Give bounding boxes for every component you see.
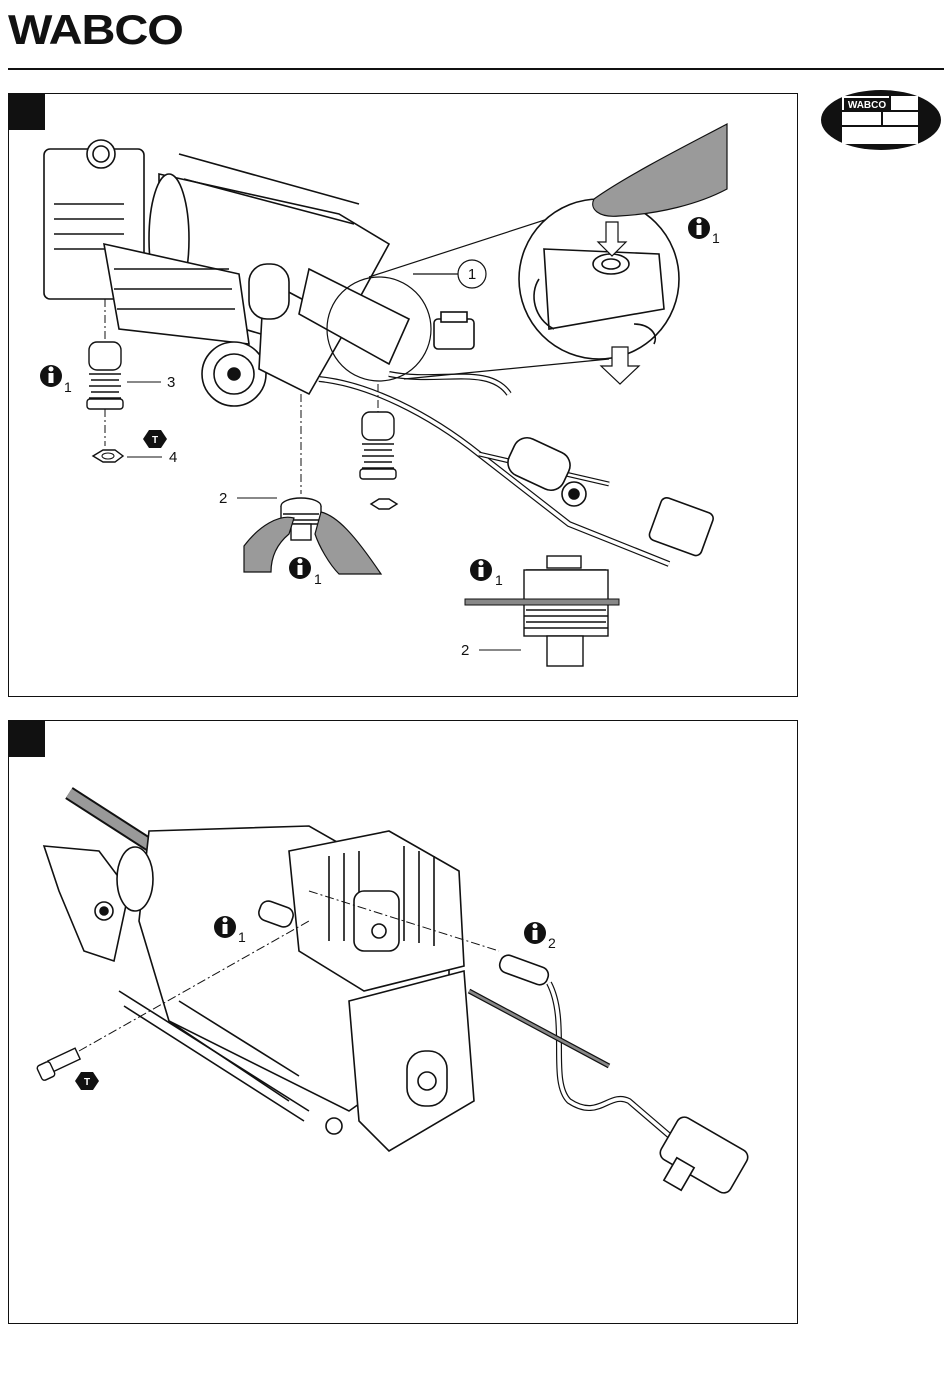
wabco-logo: WABCO bbox=[8, 6, 183, 54]
type-plate-icon: WABCO bbox=[820, 89, 942, 151]
svg-text:T: T bbox=[152, 435, 158, 446]
callout-1: 1 bbox=[468, 266, 476, 283]
info-subscript: 1 bbox=[495, 572, 503, 588]
info-subscript: 2 bbox=[548, 935, 556, 951]
callout-2-detail: 2 bbox=[461, 642, 469, 659]
compressor-assembly-illustration: T 1 2 bbox=[9, 721, 797, 1323]
svg-text:T: T bbox=[84, 1077, 90, 1088]
callout-3: 3 bbox=[167, 374, 175, 391]
figure-panel-2: T 1 2 bbox=[8, 720, 798, 1324]
info-icon bbox=[524, 922, 546, 944]
torque-icon: T bbox=[75, 1072, 99, 1090]
plate-brand: WABCO bbox=[848, 100, 887, 111]
callout-4: 4 bbox=[169, 449, 177, 466]
info-icon bbox=[214, 916, 236, 938]
callout-2: 2 bbox=[219, 490, 227, 507]
info-subscript: 1 bbox=[238, 929, 246, 945]
torque-icon: T bbox=[143, 430, 167, 448]
info-subscript: 1 bbox=[64, 379, 72, 395]
info-subscript: 1 bbox=[314, 571, 322, 587]
finger-illustration bbox=[593, 124, 727, 216]
figure-panel-1: 1 1 3 bbox=[8, 93, 798, 697]
header-rule bbox=[8, 68, 944, 70]
hand-right-illustration bbox=[315, 512, 381, 574]
info-icon bbox=[289, 557, 311, 579]
info-subscript: 1 bbox=[712, 230, 720, 246]
info-icon bbox=[688, 217, 710, 239]
info-icon bbox=[470, 559, 492, 581]
compressor-exploded-illustration: 1 1 3 bbox=[9, 94, 797, 696]
hand-left-illustration bbox=[244, 517, 294, 572]
info-icon bbox=[40, 365, 62, 387]
